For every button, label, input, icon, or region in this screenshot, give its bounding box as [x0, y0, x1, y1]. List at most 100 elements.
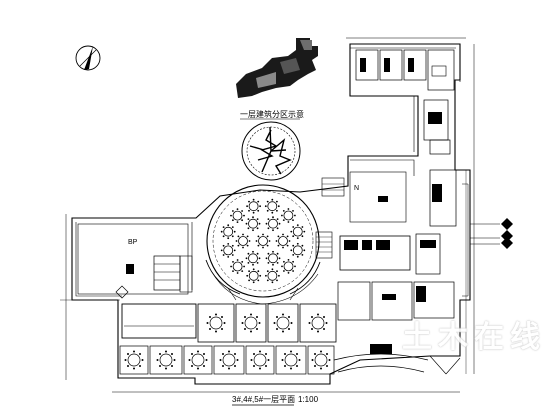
- chair: [326, 365, 328, 367]
- chair: [290, 350, 292, 353]
- chair: [133, 367, 135, 370]
- chair: [209, 316, 211, 318]
- chair: [197, 350, 199, 353]
- watermark-logo: 土木在线: [402, 321, 546, 354]
- plan-title: 3#,4#,5#一层平面: [232, 395, 295, 404]
- chair: [220, 230, 223, 233]
- round-table: [248, 270, 259, 281]
- room-table: [244, 316, 258, 330]
- chair: [278, 274, 280, 277]
- round-table: [292, 226, 303, 237]
- chair: [191, 365, 193, 367]
- chair: [292, 219, 294, 222]
- chair: [258, 257, 261, 260]
- chair: [272, 250, 274, 253]
- chair: [276, 209, 278, 212]
- chair: [272, 263, 274, 266]
- room-label-n: N: [354, 185, 359, 192]
- chair: [252, 250, 254, 253]
- chair: [221, 316, 223, 318]
- round-table: [267, 201, 278, 212]
- kitchen-block: N: [337, 169, 457, 321]
- chair: [236, 208, 239, 211]
- chair: [232, 270, 234, 272]
- chair: [317, 330, 319, 333]
- chair: [252, 229, 254, 232]
- chair: [262, 246, 264, 249]
- chair: [219, 359, 222, 361]
- chair: [292, 235, 295, 238]
- chair: [284, 353, 286, 355]
- chair: [231, 254, 234, 256]
- chair: [247, 252, 250, 255]
- chair: [277, 235, 280, 238]
- chair: [246, 235, 249, 238]
- chair: [311, 359, 314, 361]
- chair: [328, 359, 331, 361]
- chair: [248, 279, 251, 282]
- chair: [159, 353, 161, 355]
- chair: [203, 365, 205, 367]
- chair: [230, 265, 233, 268]
- chair: [247, 227, 250, 230]
- chair: [243, 265, 246, 268]
- chair: [296, 224, 299, 227]
- plan-title-block: 3#,4#,5#一层平面 1:100: [232, 395, 319, 406]
- chair: [232, 219, 234, 222]
- chair: [277, 205, 280, 208]
- chair: [292, 244, 295, 247]
- chair: [296, 353, 298, 355]
- chair: [287, 221, 290, 223]
- chair: [288, 316, 290, 318]
- chair: [244, 328, 246, 330]
- chair: [227, 237, 230, 240]
- chair: [228, 350, 230, 353]
- chair: [256, 328, 258, 330]
- chair: [276, 252, 279, 255]
- round-table: [292, 245, 303, 256]
- chair: [247, 218, 250, 221]
- round-table: [248, 218, 258, 229]
- chair: [281, 265, 283, 268]
- chair: [278, 222, 281, 225]
- chair: [262, 233, 264, 236]
- chair: [290, 249, 293, 252]
- chair: [276, 328, 278, 330]
- chair: [272, 229, 274, 232]
- chair: [220, 249, 223, 252]
- room-tables: [124, 313, 331, 370]
- chair: [246, 244, 249, 247]
- chair: [301, 235, 304, 238]
- chair: [241, 210, 244, 212]
- chair: [277, 244, 280, 247]
- round-table: [267, 270, 278, 281]
- chair: [266, 270, 269, 273]
- chair: [303, 230, 306, 233]
- chair: [256, 218, 259, 221]
- chair: [265, 353, 267, 355]
- round-table: [283, 210, 294, 221]
- chair: [250, 313, 252, 316]
- chair: [266, 244, 269, 247]
- chair: [259, 350, 261, 353]
- chair: [232, 261, 234, 263]
- chair: [246, 205, 249, 208]
- chair: [278, 257, 281, 260]
- chair: [317, 313, 319, 316]
- chair: [227, 243, 230, 245]
- chair: [241, 219, 244, 222]
- chair: [252, 211, 255, 214]
- chair: [276, 227, 279, 230]
- room-table: [191, 353, 205, 367]
- chair: [294, 265, 296, 268]
- chair: [284, 365, 286, 367]
- chair: [233, 230, 236, 233]
- chair: [139, 365, 141, 367]
- chair: [287, 272, 290, 274]
- chair: [245, 257, 248, 260]
- chair: [124, 359, 127, 361]
- north-arrow-icon: [75, 45, 101, 71]
- chair: [232, 210, 234, 212]
- chair: [276, 316, 278, 318]
- chair: [281, 214, 283, 217]
